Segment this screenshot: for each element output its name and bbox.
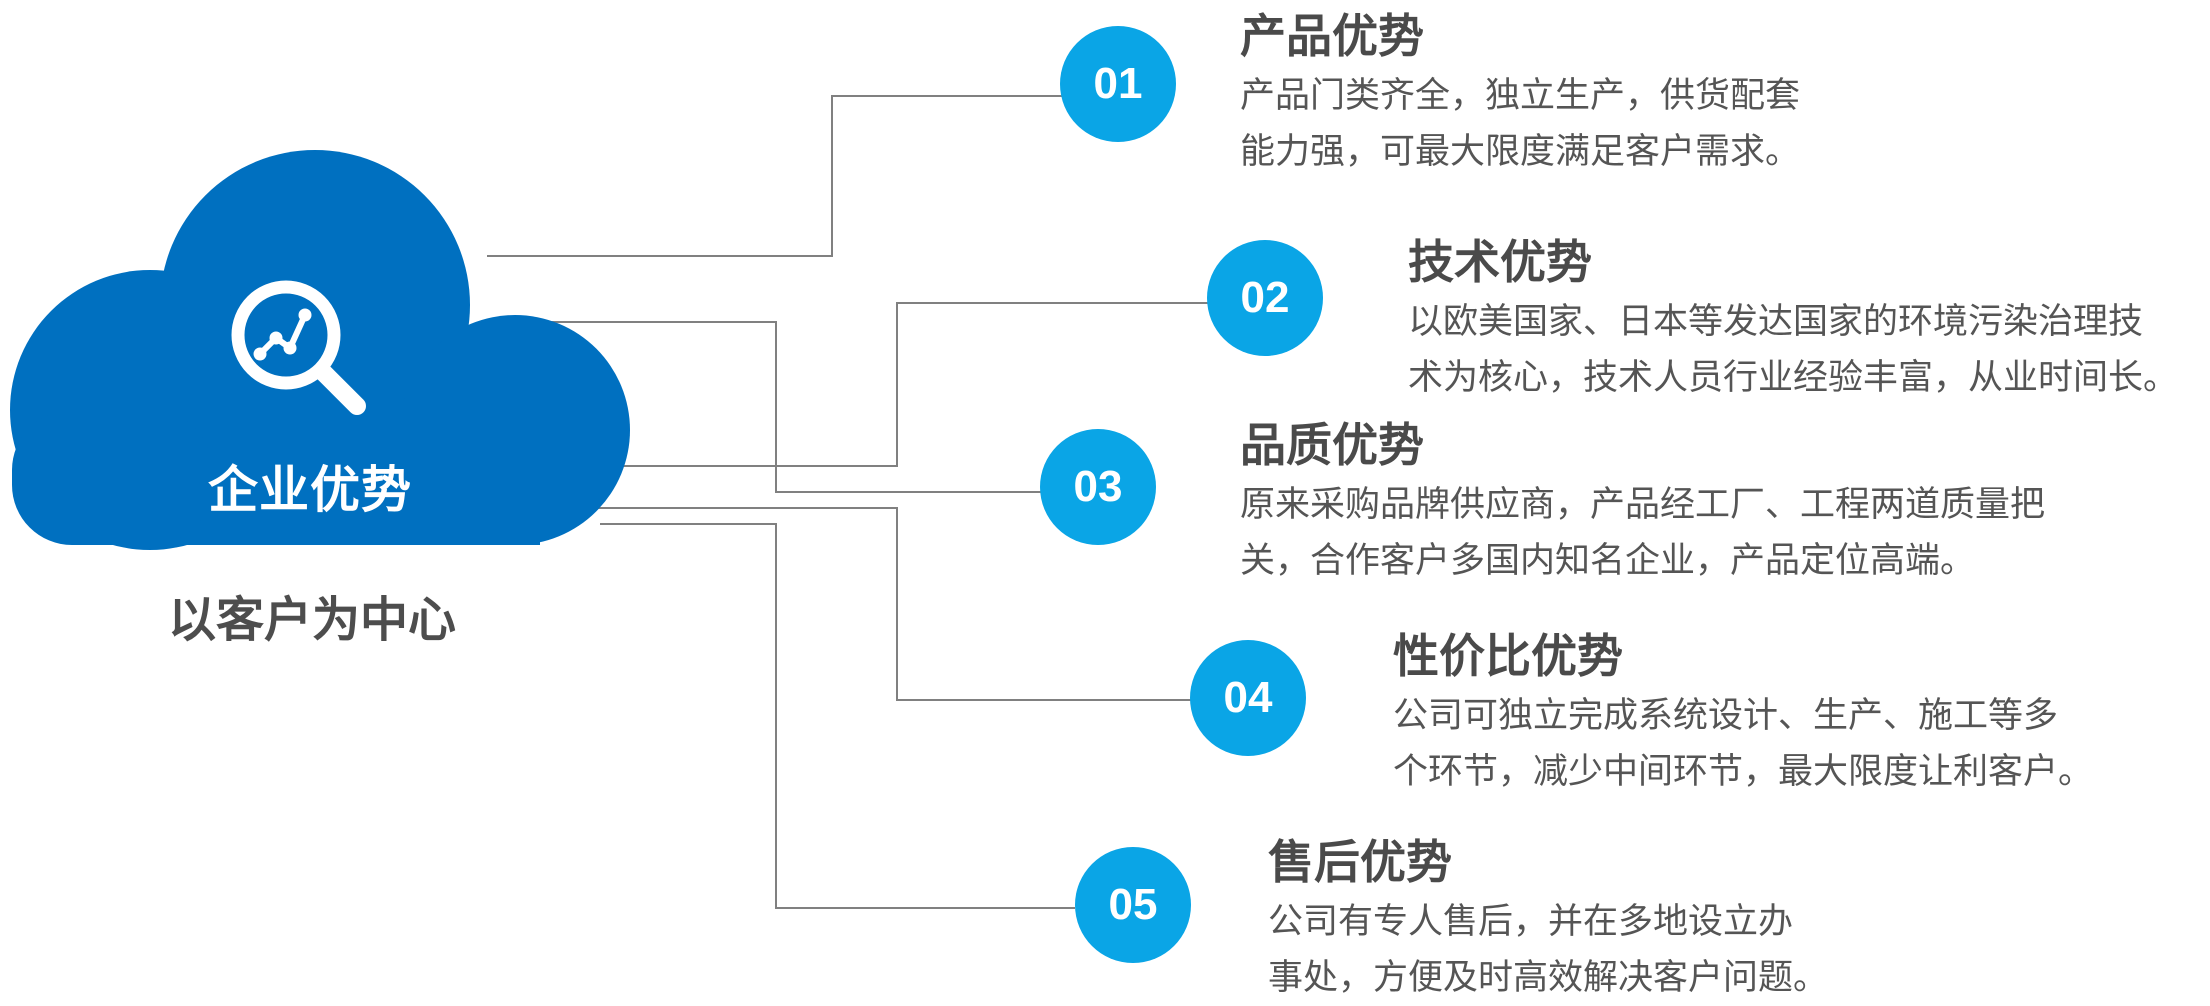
item-desc-line: 以欧美国家、日本等发达国家的环境污染治理技: [1408, 302, 2144, 342]
item-desc-line: 原来采购品牌供应商，产品经工厂、工程两道质量把: [1240, 485, 2046, 525]
badge-02: 02: [1207, 240, 1323, 356]
connector-04: [590, 507, 1200, 701]
badge-03: 03: [1040, 429, 1156, 545]
item-title: 技术优势: [1408, 235, 1592, 289]
item-desc-line: 个环节，减少中间环节，最大限度让利客户。: [1393, 752, 2094, 792]
badge-05: 05: [1075, 847, 1191, 963]
item-desc-line: 术为核心，技术人员行业经验丰富，从业时间长。: [1408, 358, 2179, 398]
cloud-caption: 以客户为中心: [168, 592, 457, 648]
item-desc-line: 产品门类齐全，独立生产，供货配套: [1240, 76, 1801, 116]
analytics-magnifier-icon: [231, 280, 366, 415]
connector-lines: [487, 95, 1220, 909]
item-quality: 品质优势 原来采购品牌供应商，产品经工厂、工程两道质量把 关，合作客户多国内知名…: [1240, 417, 2045, 589]
connector-01: [487, 95, 1070, 257]
connector-05: [600, 523, 1075, 909]
badge-04: 04: [1190, 640, 1306, 756]
item-technology: 技术优势 以欧美国家、日本等发达国家的环境污染治理技 术为核心，技术人员行业经验…: [1408, 234, 2178, 406]
item-title: 品质优势: [1240, 418, 1424, 472]
item-desc-line: 事处，方便及时高效解决客户问题。: [1268, 958, 1829, 998]
item-value: 性价比优势 公司可独立完成系统设计、生产、施工等多 个环节，减少中间环节，最大限…: [1393, 628, 2093, 800]
connector-02: [612, 302, 1220, 467]
item-after-sales: 售后优势 公司有专人售后，并在多地设立办 事处，方便及时高效解决客户问题。: [1268, 834, 1828, 1006]
connector-03: [510, 321, 1050, 493]
item-title: 产品优势: [1240, 9, 1424, 63]
item-desc-line: 关，合作客户多国内知名企业，产品定位高端。: [1240, 541, 1976, 581]
item-desc-line: 能力强，可最大限度满足客户需求。: [1240, 132, 1801, 172]
item-title: 性价比优势: [1393, 629, 1623, 683]
badge-01: 01: [1060, 26, 1176, 142]
item-desc-line: 公司有专人售后，并在多地设立办: [1268, 902, 1794, 942]
item-product: 产品优势 产品门类齐全，独立生产，供货配套 能力强，可最大限度满足客户需求。: [1240, 8, 1800, 180]
item-title: 售后优势: [1268, 835, 1452, 889]
item-desc-line: 公司可独立完成系统设计、生产、施工等多: [1393, 696, 2059, 736]
cloud-label: 企业优势: [208, 461, 412, 519]
